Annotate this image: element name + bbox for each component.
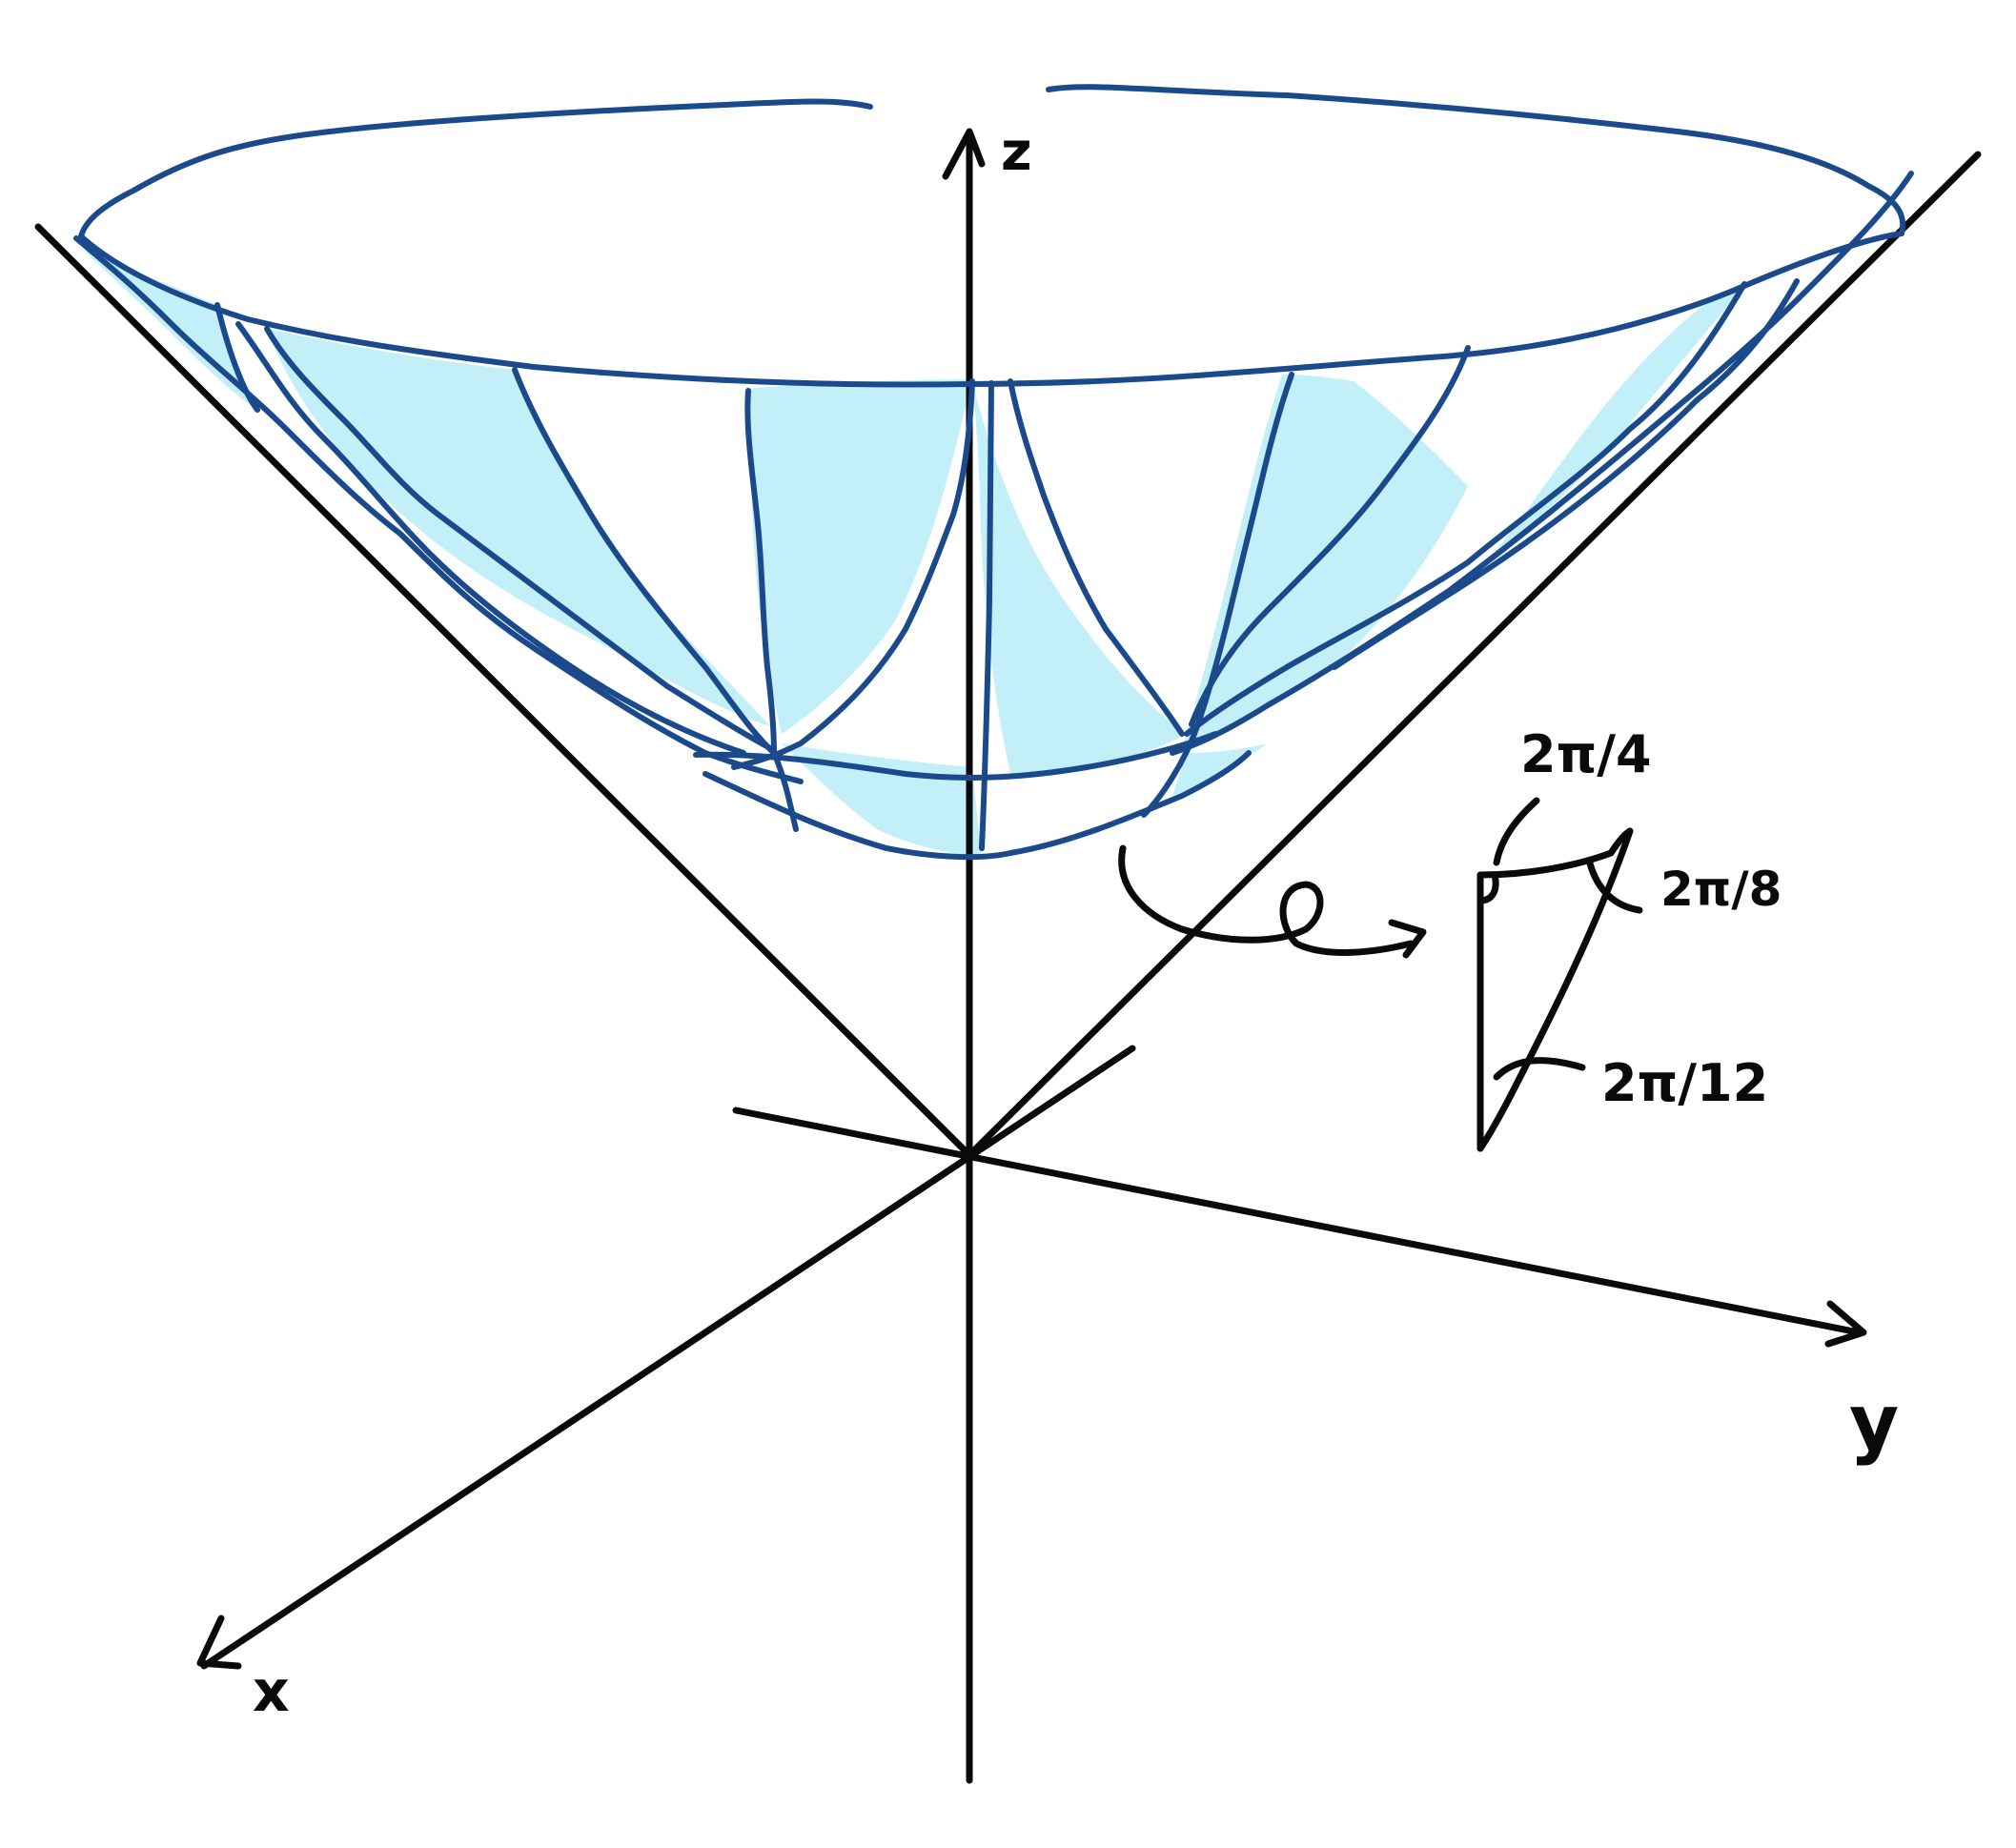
y-axis-arrowhead — [1824, 1300, 1867, 1348]
shaded-strip-center-bottom — [782, 743, 982, 858]
meridian-1 — [214, 302, 260, 413]
inset-angle-mark-top — [1476, 871, 1499, 904]
meridian-10 — [1184, 281, 1747, 737]
loop-arrowhead — [1388, 919, 1427, 959]
inset-angle-mark-bottom — [1493, 1057, 1586, 1081]
y-axis — [732, 1107, 1863, 1336]
z-axis-arrowhead — [942, 128, 986, 180]
inset-hypotenuse — [1476, 827, 1634, 1152]
cone-asymptote-left — [34, 223, 973, 1159]
angle-label-bottom: 2π/12 — [1601, 1053, 1768, 1113]
y-axis-label: y — [1849, 1378, 1899, 1467]
meridian-3 — [512, 367, 799, 832]
axes — [34, 128, 1982, 1784]
top-rim-back-right — [1046, 84, 1906, 236]
leader-top — [1493, 797, 1540, 866]
angle-label-middle: 2π/8 — [1660, 862, 1782, 917]
meridian-4 — [744, 388, 777, 756]
meridian-11 — [1332, 278, 1800, 670]
z-axis-label: z — [1001, 121, 1032, 183]
bottom-curve — [693, 731, 1218, 781]
left-outer-edge — [73, 235, 804, 784]
shaded-strip-far-left — [84, 250, 257, 410]
meridian-8 — [1141, 372, 1294, 818]
angle-label-top: 2π/4 — [1520, 724, 1652, 784]
inset-angle-mark-middle — [1586, 860, 1643, 914]
bottom-lip — [703, 750, 1252, 861]
right-outer-edge — [1170, 171, 1914, 756]
shaded-strip-center-left — [748, 379, 972, 734]
x-axis — [200, 1045, 1136, 1670]
inset-top-edge — [1476, 827, 1634, 879]
loop-arrow — [1118, 844, 1415, 956]
meridian-7 — [1008, 378, 1185, 737]
meridian-6 — [979, 380, 994, 851]
angle-inset — [1476, 797, 1643, 1152]
x-axis-label: x — [253, 1658, 290, 1725]
meridian-2 — [264, 326, 773, 751]
x-axis-arrowhead — [196, 1614, 242, 1670]
shaded-strip-left — [267, 329, 770, 726]
top-rim-back-left — [78, 98, 873, 239]
meridian-9 — [1189, 345, 1471, 727]
cone-asymptote-right — [966, 151, 1982, 1159]
shaded-strip-center — [972, 381, 1187, 774]
hyperboloid-surface — [73, 84, 1914, 861]
meridian-12 — [235, 321, 746, 756]
meridian-5 — [731, 378, 975, 770]
